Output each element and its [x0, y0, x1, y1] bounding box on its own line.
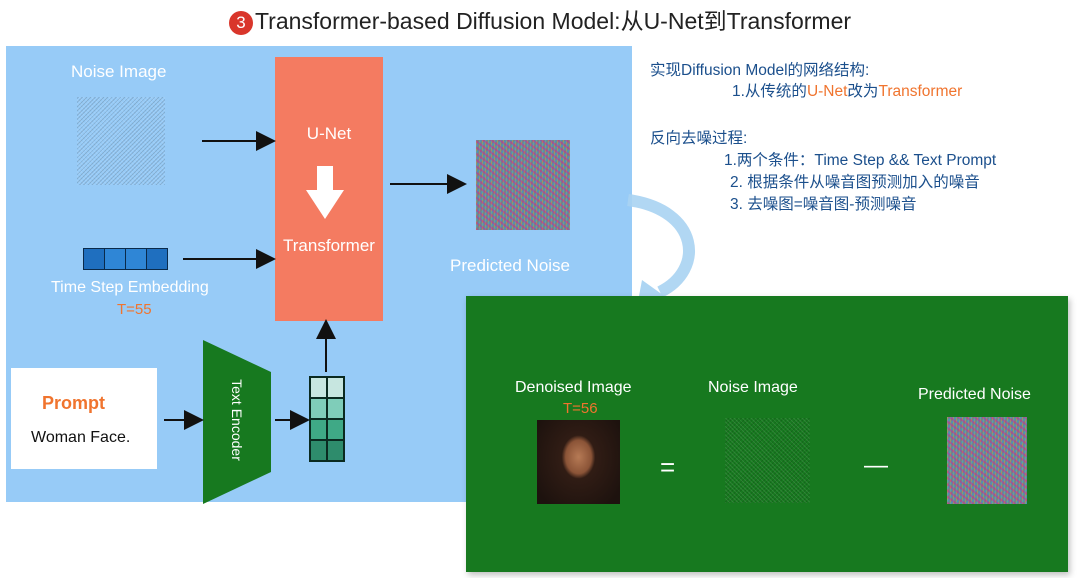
denoised-step-value: T=56 — [563, 400, 598, 417]
noise-image-label: Noise Image — [71, 62, 167, 81]
predicted-noise-image — [476, 140, 570, 230]
noise-image-label-right: Noise Image — [708, 379, 798, 396]
curved-arrow — [627, 194, 695, 298]
minus-sign: — — [864, 452, 888, 479]
prompt-text: Woman Face. — [31, 429, 131, 446]
text-embedding-grid — [309, 376, 345, 462]
time-step-embedding-vector — [83, 248, 168, 270]
noise-image-right — [725, 418, 810, 503]
title-text: Transformer-based Diffusion Model:从U-Net… — [254, 8, 852, 34]
denoised-image — [537, 420, 620, 504]
time-step-label: Time Step Embedding — [51, 279, 209, 296]
predicted-noise-label-right: Predicted Noise — [918, 386, 1031, 403]
text-encoder-block — [203, 340, 271, 504]
unet-label: U-Net — [306, 124, 352, 143]
desc-line-3: 反向去噪过程: — [650, 130, 748, 147]
predicted-noise-label: Predicted Noise — [450, 256, 571, 275]
transformer-label: Transformer — [283, 236, 375, 255]
desc-line-6: 3. 去噪图=噪音图-预测噪音 — [730, 196, 917, 213]
predicted-noise-image-right — [947, 417, 1027, 504]
desc-line-2: 1.从传统的U-Net改为Transformer — [732, 83, 963, 100]
desc-line-5: 2. 根据条件从噪音图预测加入的噪音 — [730, 174, 980, 191]
noise-image — [77, 97, 165, 185]
step-number-badge: 3 — [228, 11, 253, 35]
equals-sign: = — [660, 452, 676, 482]
desc-line-4: 1.两个条件：Time Step && Text Prompt — [724, 152, 997, 169]
prompt-box — [11, 368, 157, 469]
prompt-title: Prompt — [42, 393, 105, 413]
desc-line-1: 实现Diffusion Model的网络结构: — [650, 62, 870, 79]
down-arrow-icon — [306, 166, 344, 219]
denoised-image-label: Denoised Image — [515, 379, 632, 396]
time-step-value: T=55 — [117, 301, 152, 318]
